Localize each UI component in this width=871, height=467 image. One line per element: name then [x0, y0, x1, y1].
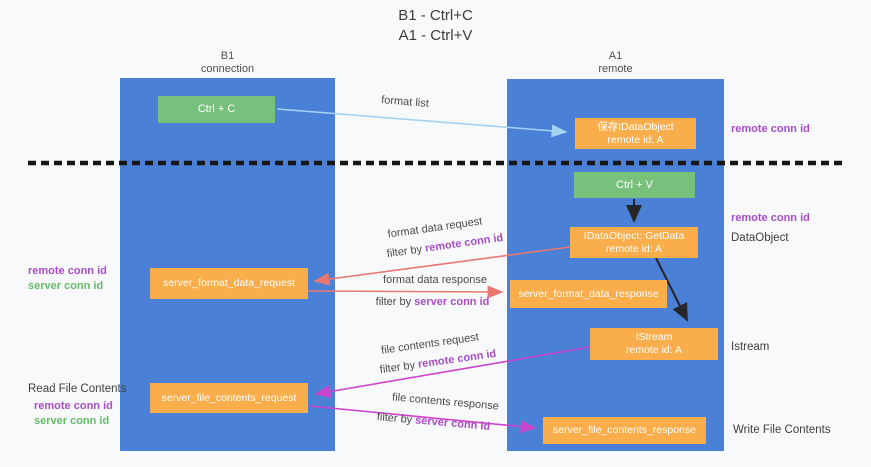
ctrl-c-label: Ctrl + C — [197, 103, 236, 115]
filter-key-3: remote conn id — [417, 347, 497, 371]
remote-conn-id-label-mid: remote conn id — [731, 212, 810, 224]
save-idataobject-line1: 保存IDataObject — [597, 120, 674, 133]
node-ctrl-v: Ctrl + V — [574, 172, 695, 198]
title-line-2: A1 - Ctrl+V — [398, 27, 473, 44]
node-server-file-contents-request: server_file_contents_request — [150, 383, 308, 413]
node-ctrl-c: Ctrl + C — [158, 96, 275, 123]
node-idataobject-getdata: IDataObject::GetData remote id: A — [570, 227, 698, 258]
getdata-line2: remote id: A — [605, 242, 663, 255]
left-remote-conn-id-2: remote conn id — [34, 400, 113, 412]
node-save-idataobject: 保存IDataObject remote id: A — [575, 118, 696, 149]
write-file-contents-label: Write File Contents — [733, 424, 831, 436]
format-data-response-arrow — [307, 285, 504, 299]
istream-side-label: Istream — [731, 341, 770, 353]
left-lane-role: connection — [200, 63, 255, 75]
format-list-annotation: format list — [380, 94, 430, 110]
left-lane-header: B1 connection — [120, 50, 335, 76]
file-contents-response-annotation: file contents response — [391, 391, 500, 413]
save-idataobject-line2: remote id: A — [607, 133, 664, 146]
node-server-file-contents-response: server_file_contents_response — [543, 417, 706, 444]
left-server-conn-id-2: server conn id — [34, 415, 110, 427]
filter-by-server-conn-id-1: filter by server conn id — [355, 296, 510, 308]
format-data-response-annotation: format data response — [383, 274, 487, 286]
filter-by-server-conn-id-2: filter by server conn id — [356, 409, 511, 434]
node-server-format-data-response: server_format_data_response — [510, 280, 667, 308]
right-lane-name: A1 — [608, 50, 623, 62]
filter-key-1: remote conn id — [424, 231, 504, 255]
filter-prefix-3: filter by — [379, 358, 419, 377]
istream-line1: IStream — [635, 331, 673, 343]
server-file-contents-request-label: server_file_contents_request — [161, 391, 297, 404]
server-format-data-request-label: server_format_data_request — [163, 277, 295, 289]
right-lane-role: remote — [598, 63, 633, 75]
node-server-format-data-request: server_format_data_request — [150, 268, 308, 299]
right-lane-header: A1 remote — [507, 50, 724, 76]
getdata-line1: IDataObject::GetData — [583, 229, 685, 242]
title-line-1: B1 - Ctrl+C — [398, 7, 473, 24]
server-file-contents-response-label: server_file_contents_response — [552, 424, 696, 436]
filter-prefix-1: filter by — [386, 242, 426, 261]
filter-key-4: server conn id — [414, 414, 491, 433]
left-remote-conn-id-1: remote conn id — [28, 265, 107, 277]
filter-key-2: server conn id — [414, 296, 490, 308]
left-server-conn-id-1: server conn id — [28, 280, 104, 292]
diagram-title: B1 - Ctrl+C A1 - Ctrl+V — [0, 6, 871, 46]
node-istream: IStream remote id: A — [590, 328, 718, 360]
filter-prefix-4: filter by — [376, 411, 416, 427]
ctrl-v-label: Ctrl + V — [616, 178, 653, 191]
istream-line2: remote id: A — [625, 344, 683, 356]
filter-prefix-2: filter by — [375, 296, 415, 308]
read-file-contents-label: Read File Contents — [28, 383, 127, 395]
remote-conn-id-label-top: remote conn id — [731, 123, 810, 135]
left-lane-name: B1 — [220, 50, 235, 62]
dataobject-label: DataObject — [731, 232, 789, 244]
server-format-data-response-label: server_format_data_response — [518, 287, 659, 300]
